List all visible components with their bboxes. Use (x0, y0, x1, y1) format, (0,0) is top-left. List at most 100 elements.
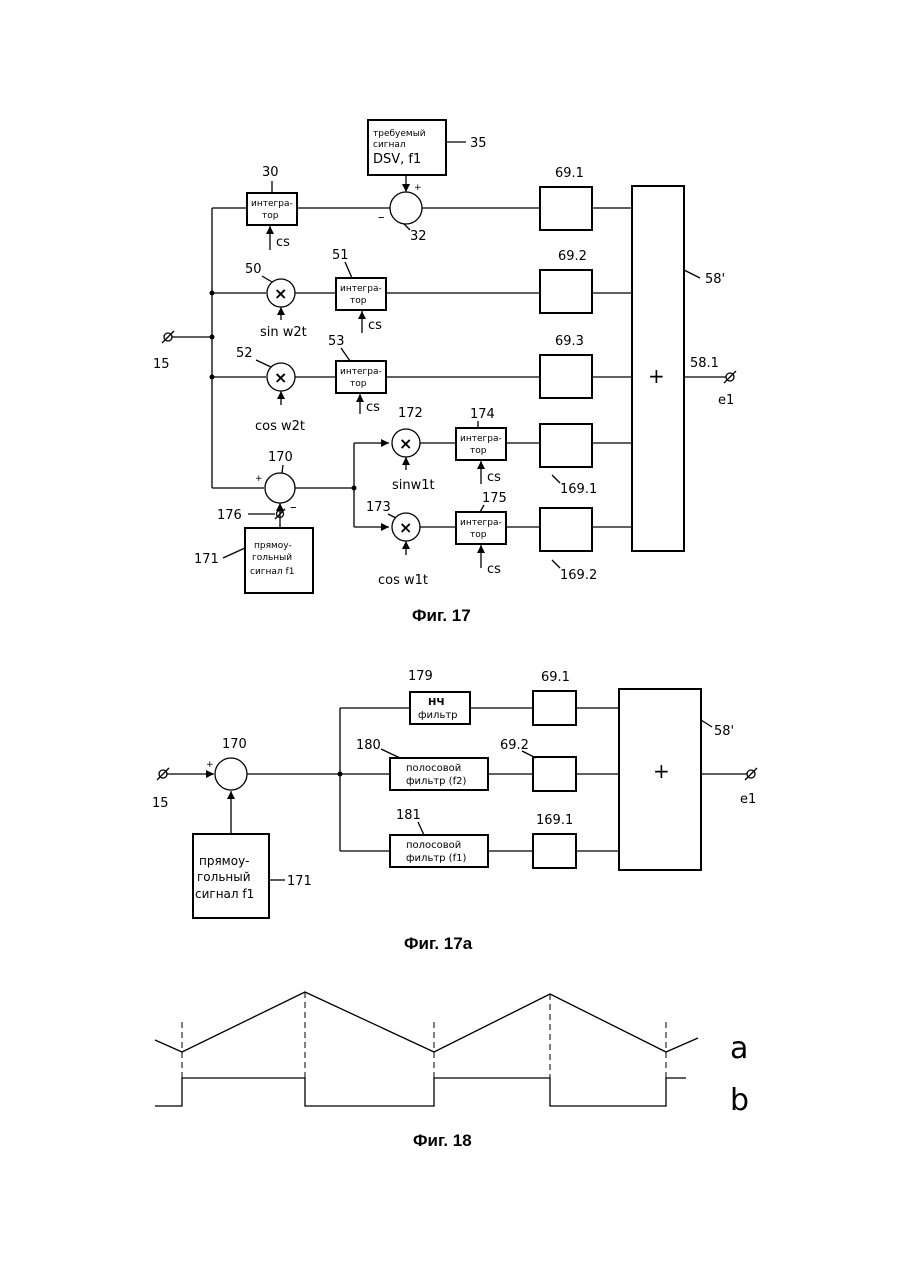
ref-69-2-17a: 69.2 (500, 738, 529, 753)
ref-52: 52 (236, 346, 253, 361)
ref-69-2: 69.2 (558, 249, 587, 264)
figure-17-caption: Фиг. 17 (412, 606, 471, 625)
cs-label-30: cs (276, 235, 290, 250)
ref-30: 30 (262, 165, 279, 180)
trace-label-a: a (730, 1031, 748, 1066)
sin-w2t-label: sin w2t (260, 325, 307, 340)
integrator-174-label: интегра- (460, 434, 502, 444)
sum-plus-17a: + (653, 759, 670, 783)
svg-text:–: – (290, 500, 297, 515)
integrator-51-label-2: тор (350, 296, 367, 306)
ref-50: 50 (245, 262, 262, 277)
figure-17a: 15 + 170 прямоу- гольный сигнал f1 171 Н… (152, 669, 757, 953)
svg-text:×: × (274, 368, 287, 387)
svg-text:+: + (414, 183, 422, 193)
ref-176: 176 (217, 508, 242, 523)
integrator-175-label: интегра- (460, 518, 502, 528)
figure-17a-caption: Фиг. 17а (404, 934, 473, 953)
bpf1-label-2: фильтр (f1) (406, 853, 466, 864)
integrator-174-label-2: тор (470, 446, 487, 456)
cs-label-174: cs (487, 470, 501, 485)
sin-w1t-label: sinw1t (392, 478, 435, 493)
integrator-175-label-2: тор (470, 530, 487, 540)
ref-180: 180 (356, 738, 381, 753)
ref-170-17a: 170 (222, 737, 247, 752)
svg-text:–: – (378, 210, 385, 225)
ref-170: 170 (268, 450, 293, 465)
summer-170 (265, 473, 295, 503)
integrator-53-label-2: тор (350, 379, 367, 389)
ref-35: 35 (470, 136, 487, 151)
summer-170-17a (215, 758, 247, 790)
input-terminal-15: 15 (153, 331, 174, 372)
block-169-1 (540, 424, 592, 467)
ref-58-17a: 58' (714, 724, 734, 739)
block-169-2 (540, 508, 592, 551)
ref-179: 179 (408, 669, 433, 684)
ref-175: 175 (482, 491, 507, 506)
svg-text:×: × (274, 284, 287, 303)
svg-text:+: + (255, 474, 263, 484)
ref-171: 171 (194, 552, 219, 567)
required-signal-line-2: сигнал (373, 140, 406, 150)
ref-15: 15 (153, 357, 170, 372)
svg-text:×: × (399, 518, 412, 537)
block-69-3 (540, 355, 592, 398)
integrator-53-label: интегра- (340, 367, 382, 377)
lpf-label-1: НЧ (428, 697, 444, 708)
bpf1-label-1: полосовой (406, 840, 461, 851)
ref-174: 174 (470, 407, 495, 422)
block-169-1-17a (533, 834, 576, 868)
cos-w2t-label: cos w2t (255, 419, 305, 434)
ref-169-2: 169.2 (560, 568, 597, 583)
bpf2-label-2: фильтр (f2) (406, 776, 466, 787)
rect-171-17a-line-2: гольный (197, 870, 251, 884)
integrator-30-label-2: тор (262, 211, 279, 221)
figure-18-caption: Фиг. 18 (413, 1131, 472, 1150)
ref-32: 32 (410, 229, 427, 244)
rect-171-17a-line-3: сигнал f1 (195, 887, 254, 901)
ref-69-3: 69.3 (555, 334, 584, 349)
ref-53: 53 (328, 334, 345, 349)
ref-172: 172 (398, 406, 423, 421)
required-signal-line-1: требуемый (373, 129, 426, 139)
required-signal-line-3: DSV, f1 (373, 152, 421, 167)
ref-181: 181 (396, 808, 421, 823)
block-69-2-17a (533, 757, 576, 791)
block-69-2 (540, 270, 592, 313)
ref-58-prime: 58' (705, 272, 725, 287)
output-e1: e1 (718, 393, 734, 408)
cos-w1t-label: cos w1t (378, 573, 428, 588)
ref-169-1: 169.1 (560, 482, 597, 497)
ref-169-1-17a: 169.1 (536, 813, 573, 828)
ref-15-17a: 15 (152, 796, 169, 811)
lpf-label-2: фильтр (418, 710, 458, 721)
figure-17: 15 интегра- тор 30 cs – 32 требуемый сиг… (153, 120, 736, 625)
ref-51: 51 (332, 248, 349, 263)
cs-label-175: cs (487, 562, 501, 577)
rect-signal-171-line-3: сигнал f1 (250, 567, 294, 577)
rect-171-17a-line-1: прямоу- (199, 854, 250, 868)
cs-label-53: cs (366, 400, 380, 415)
ref-171-17a: 171 (287, 874, 312, 889)
comparator-32 (390, 192, 422, 224)
rect-signal-171-line-1: прямоу- (254, 541, 292, 551)
svg-text:+: + (206, 760, 214, 770)
figure-18: a b Фиг. 18 (155, 992, 749, 1150)
ref-69-1: 69.1 (555, 166, 584, 181)
rect-signal-171-line-2: гольный (252, 553, 292, 563)
svg-text:×: × (399, 434, 412, 453)
sum-plus-sign: + (648, 364, 665, 388)
block-69-1-17a (533, 691, 576, 725)
block-69-1 (540, 187, 592, 230)
output-e1-17a: e1 (740, 792, 756, 807)
integrator-51-label: интегра- (340, 284, 382, 294)
ref-173: 173 (366, 500, 391, 515)
cs-label-51: cs (368, 318, 382, 333)
triangle-wave-a (155, 992, 698, 1052)
bpf2-label-1: полосовой (406, 763, 461, 774)
square-wave-b (155, 1078, 686, 1106)
ref-58-1: 58.1 (690, 356, 719, 371)
